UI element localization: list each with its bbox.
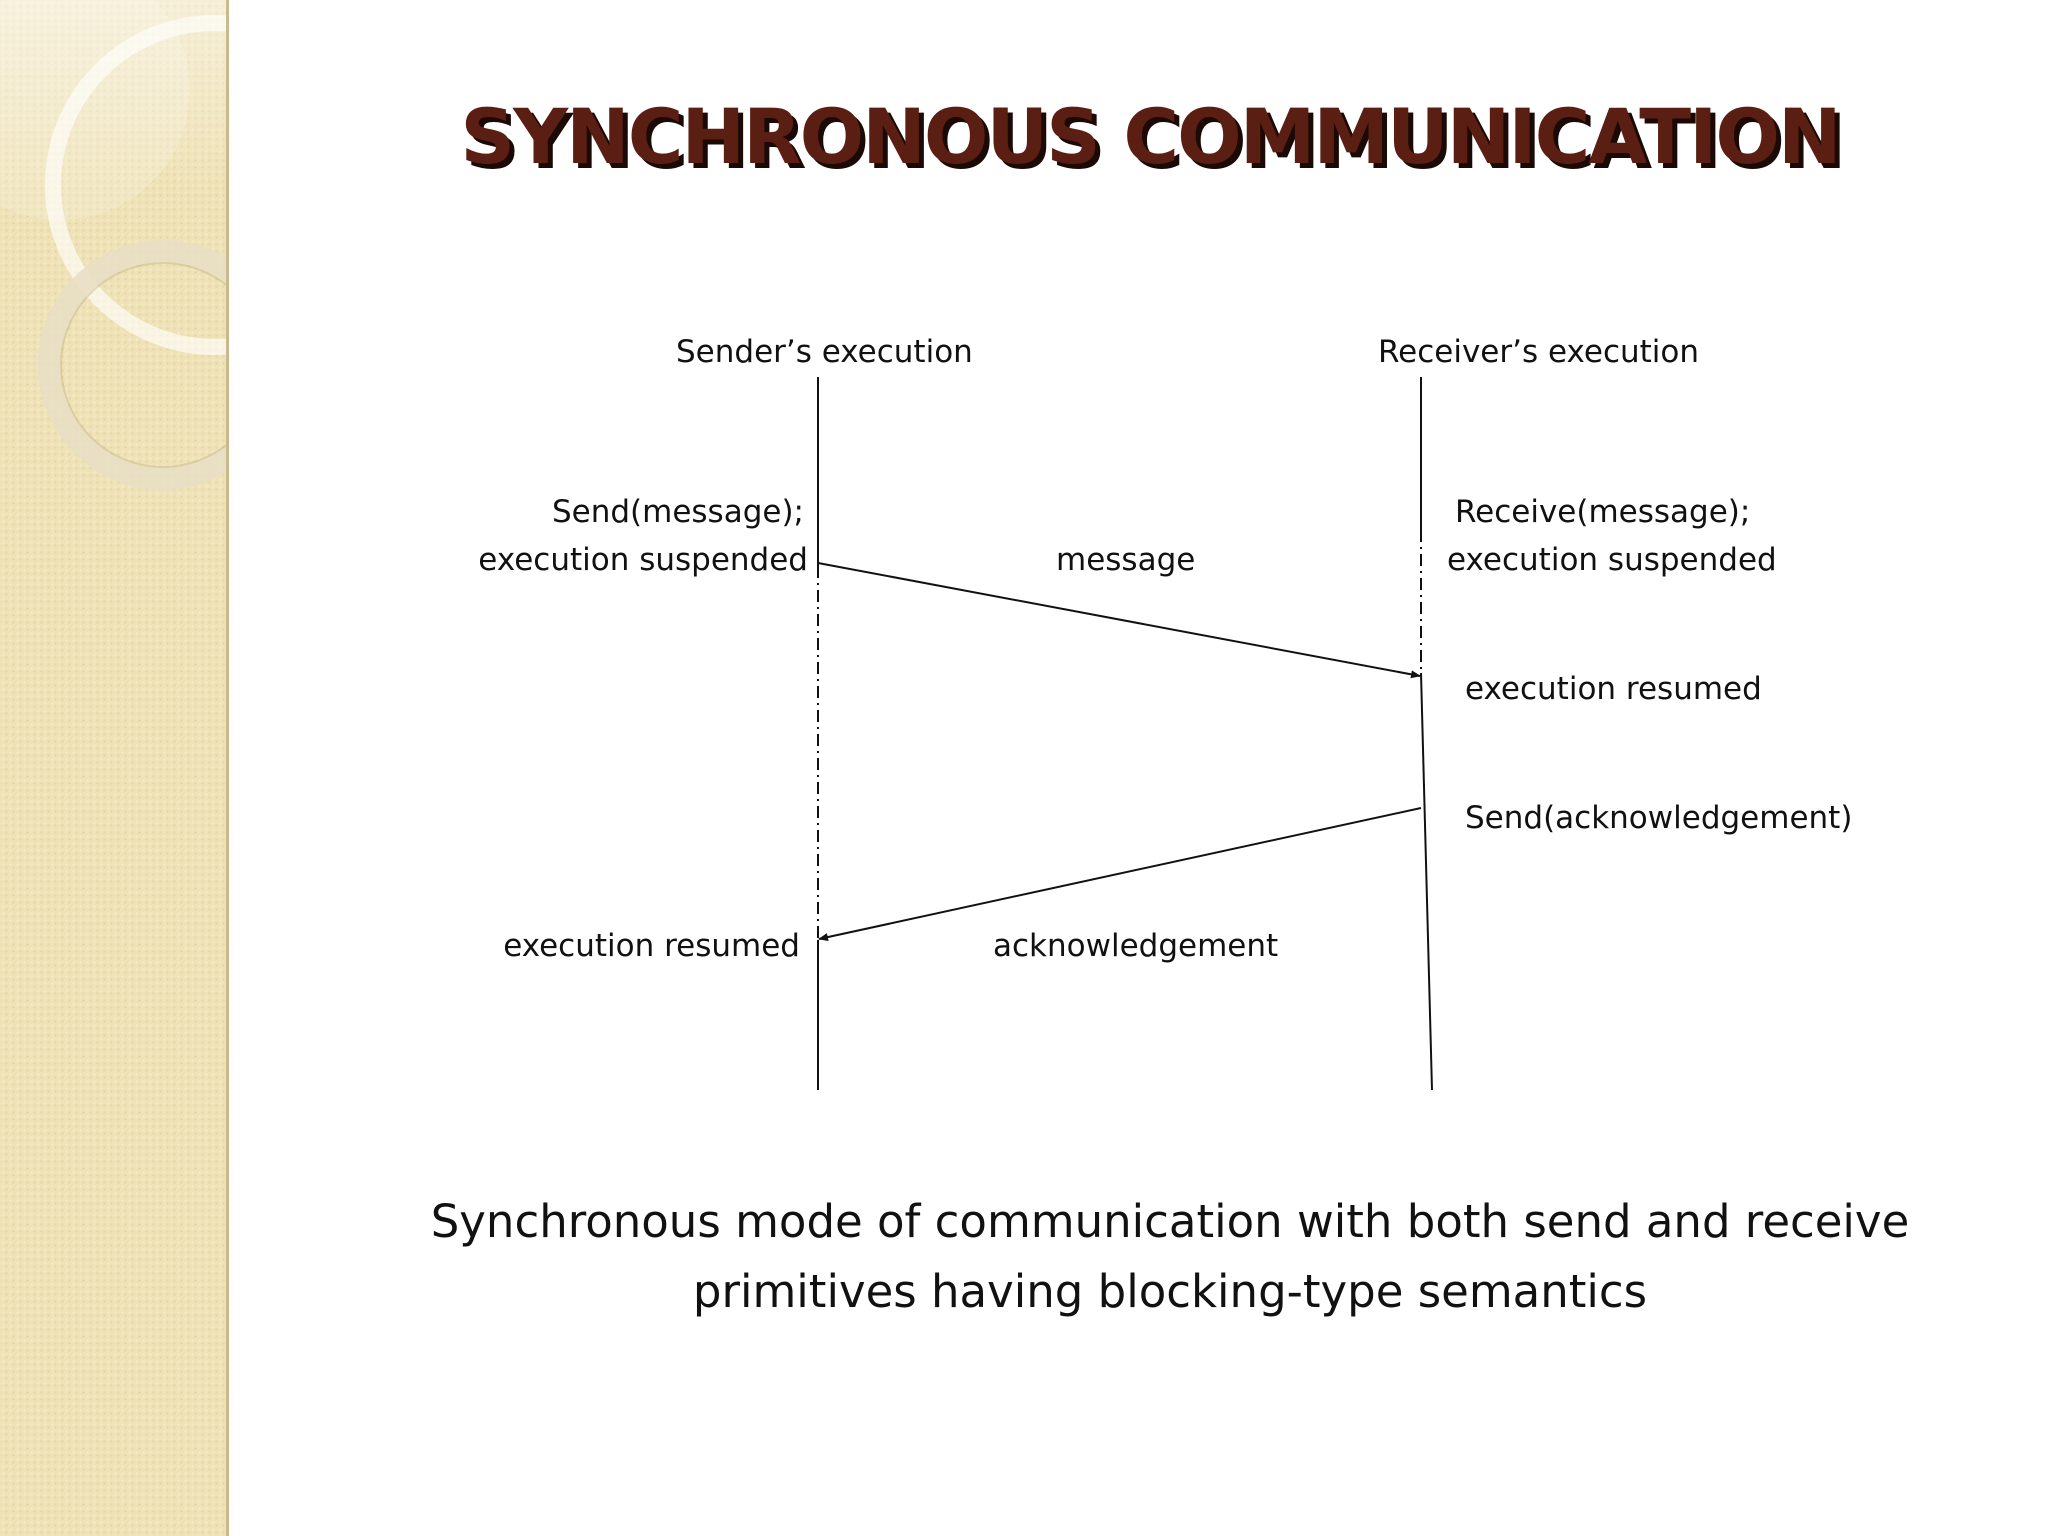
decorative-sidebar — [0, 0, 229, 1536]
sender-send-call-label: Send(message); — [552, 494, 804, 530]
caption-line-1: Synchronous mode of communication with b… — [430, 1195, 1910, 1248]
receiver-suspended-label: execution suspended — [1447, 542, 1777, 578]
sender-header: Sender’s execution — [676, 334, 973, 370]
message-arrow — [817, 562, 1421, 679]
receiver-header: Receiver’s execution — [1378, 334, 1699, 370]
slide-title: SYNCHRONOUS COMMUNICATION — [460, 92, 1841, 181]
message-arrow-label: message — [1056, 542, 1195, 578]
acknowledgement-arrow — [818, 807, 1422, 941]
acknowledgement-arrow-label: acknowledgement — [993, 928, 1278, 964]
caption-line-2: primitives having blocking-type semantic… — [692, 1265, 1648, 1318]
receiver-timeline-active-bottom — [1420, 672, 1433, 1091]
sender-suspended-label: execution suspended — [478, 542, 808, 578]
receiver-resumed-label: execution resumed — [1465, 671, 1762, 707]
slide-caption: Synchronous mode of communication with b… — [300, 1187, 2040, 1327]
sender-resumed-label: execution resumed — [503, 928, 800, 964]
receiver-receive-call-label: Receive(message); — [1455, 494, 1750, 530]
receiver-send-ack-label: Send(acknowledgement) — [1465, 800, 1852, 836]
